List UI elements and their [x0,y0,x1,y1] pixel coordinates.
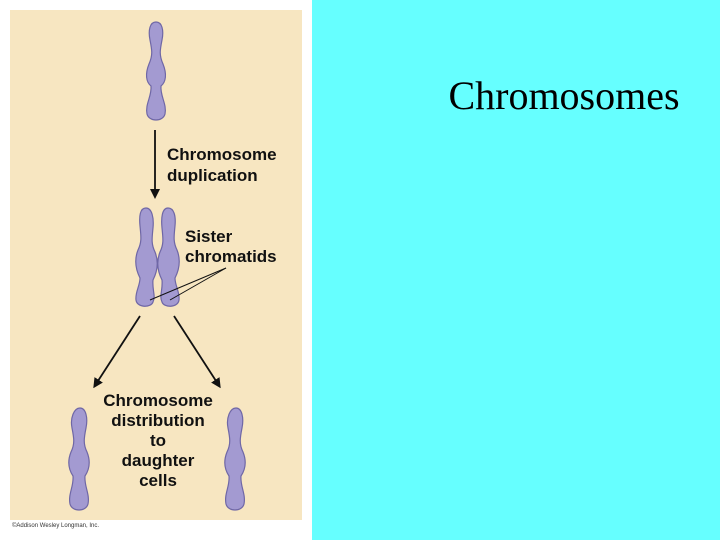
label-distribution-line4: daughter [122,451,195,470]
slide-title: Chromosomes [448,73,680,118]
distribution-arrow-right [173,315,221,389]
copyright-credit: ©Addison Wesley Longman, Inc. [12,522,99,529]
label-duplication-line1: Chromosome [167,145,277,164]
label-duplication-line2: duplication [167,166,258,185]
pointer-line-left [149,267,227,301]
label-sister-line1: Sister [185,227,233,246]
chromosome-single-top [145,21,167,121]
distribution-arrow-left [93,315,141,389]
label-distribution-line2: distribution [111,411,204,430]
chromosome-diagram: Chromosome duplication Sister chromatids… [12,21,277,529]
daughter-chromosome-right [224,407,246,511]
label-distribution-line5: cells [139,471,177,490]
label-distribution-line3: to [150,431,166,450]
label-distribution-line1: Chromosome [103,391,213,410]
pointer-line-right [169,267,227,301]
duplicated-chromosome [135,207,180,307]
title-panel: Chromosomes [312,0,720,540]
label-sister-line2: chromatids [185,247,277,266]
sister-chromatid-right [157,207,180,307]
daughter-chromosome-left [68,407,90,511]
sister-chromatid-left [135,207,158,307]
